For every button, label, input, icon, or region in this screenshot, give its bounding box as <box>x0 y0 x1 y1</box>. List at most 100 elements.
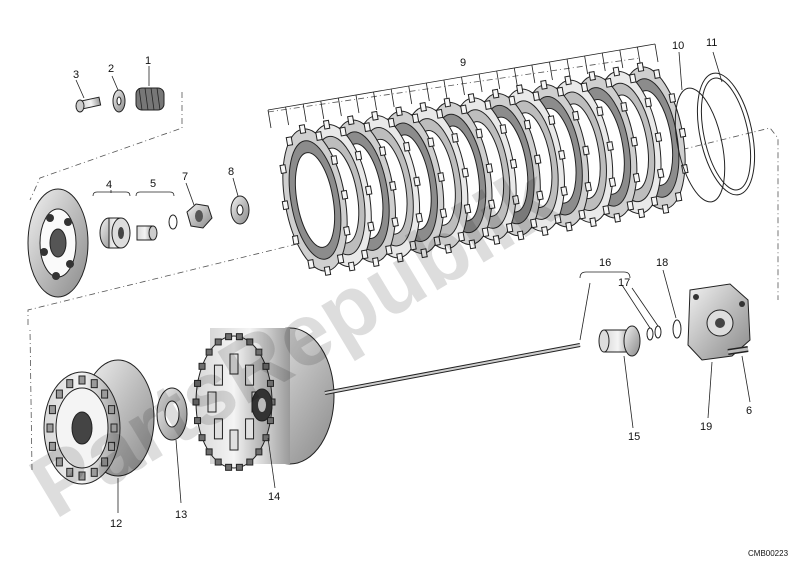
plate-tab <box>588 70 596 81</box>
slave-cylinder-body <box>687 283 751 361</box>
callout-18: 18 <box>656 257 668 269</box>
housing-tooth <box>205 348 213 356</box>
plate-tab <box>484 100 492 110</box>
plate-tab <box>322 119 331 130</box>
bracket-tick <box>496 70 501 90</box>
plate-tab <box>532 91 540 102</box>
housing-tooth <box>262 434 270 442</box>
plate-tab <box>499 124 508 134</box>
bracket-tick <box>408 85 413 105</box>
callout-11: 11 <box>706 37 717 49</box>
plate-tab <box>530 218 538 229</box>
plate-tab <box>427 137 435 148</box>
bracket-tick <box>267 109 272 129</box>
housing-tooth <box>235 333 243 341</box>
plate-tab <box>291 235 300 245</box>
hub-spline <box>90 379 98 389</box>
bracket-tick <box>285 106 289 126</box>
hub-spline <box>108 405 116 415</box>
plate-tab <box>347 261 356 272</box>
housing-slot <box>213 418 223 440</box>
plate-tab <box>481 227 490 238</box>
housing-tooth <box>194 379 202 387</box>
callout-16: 16 <box>599 257 611 269</box>
plate-tab <box>443 97 452 108</box>
plate-tab <box>602 205 610 216</box>
housing-tooth <box>246 338 254 346</box>
plate-tab <box>612 66 621 77</box>
washer <box>112 89 126 113</box>
housing-tooth <box>214 338 222 346</box>
drawing-code: CMB00223 <box>748 549 789 558</box>
bracket-tick <box>461 76 465 96</box>
clutch-housing <box>192 327 335 471</box>
plate-tab <box>475 128 483 139</box>
callout-17: 17 <box>618 277 630 289</box>
bracket-tick <box>302 103 307 123</box>
bracket-tick <box>584 55 589 75</box>
bracket-tick <box>531 64 536 84</box>
plate-tab <box>413 176 421 187</box>
plate-tab <box>391 217 399 228</box>
callout-4: 4 <box>106 179 112 191</box>
plate-tab <box>668 93 677 103</box>
plate-tab <box>457 231 466 242</box>
plate-tab <box>661 203 670 214</box>
plate-tab <box>636 62 645 73</box>
housing-tooth <box>266 417 274 425</box>
clutch-hub <box>43 359 155 485</box>
housing-slot <box>229 429 239 451</box>
plate-tab <box>395 106 403 117</box>
plate-tab <box>281 200 290 211</box>
bracket-tick <box>637 46 641 66</box>
plate-tab <box>437 172 445 183</box>
slave-bolt <box>727 346 749 355</box>
plate-tab <box>644 97 652 108</box>
callout-15: 15 <box>628 431 640 443</box>
plate-tab <box>420 248 428 259</box>
push-rod <box>324 343 581 395</box>
plate-tab <box>584 181 593 192</box>
plate-tab <box>572 110 580 121</box>
callout-8: 8 <box>228 166 234 178</box>
plate-tab <box>307 259 315 269</box>
plate-tab <box>298 124 307 135</box>
plate-tab <box>444 243 452 254</box>
hub-spline <box>110 423 118 433</box>
plate-tab <box>653 69 661 79</box>
plate-tab <box>491 88 500 99</box>
bracket-tick <box>601 52 606 72</box>
hub-spline <box>101 389 109 399</box>
bracket-tick <box>549 61 553 81</box>
plate-tab <box>389 180 397 191</box>
plate-tab <box>508 95 516 106</box>
housing-tooth <box>194 417 202 425</box>
screw <box>75 96 102 113</box>
callout-6: 6 <box>746 405 752 417</box>
lock-washer <box>230 195 250 225</box>
plate-tab <box>582 145 590 156</box>
plate-tab <box>547 115 556 126</box>
callout-10: 10 <box>672 40 684 52</box>
slave-o-ring <box>672 319 682 339</box>
plate-tab <box>630 136 638 147</box>
plate-tab <box>626 200 635 211</box>
plate-tab <box>678 127 687 138</box>
bearing <box>99 217 131 249</box>
plate-tab <box>403 141 411 152</box>
hub-spline <box>78 471 86 481</box>
plate-tab <box>439 208 448 219</box>
pushrod-cap <box>136 225 158 241</box>
plate-tab <box>629 73 637 84</box>
plate-tab <box>435 108 444 119</box>
spring <box>135 87 165 111</box>
callout-9: 9 <box>460 57 466 69</box>
plate-tab <box>674 191 683 202</box>
leader-lines <box>75 51 751 513</box>
circlip <box>168 214 178 230</box>
bracket-tick <box>443 79 448 99</box>
hub-spline <box>78 375 86 385</box>
plate-tab <box>516 230 525 241</box>
